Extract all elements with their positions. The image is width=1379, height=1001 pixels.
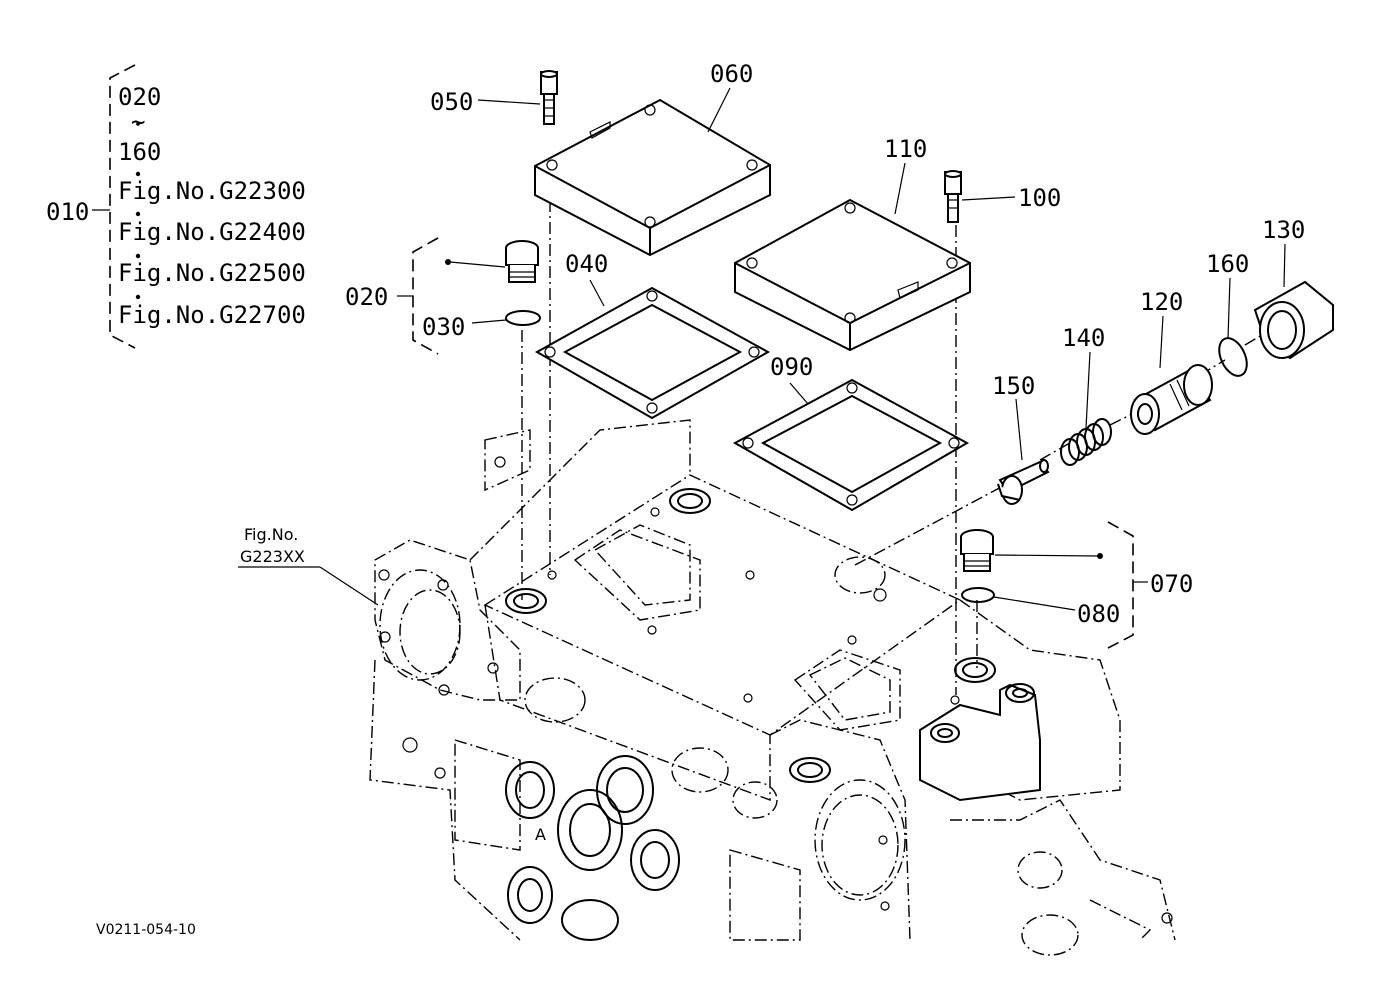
gasket-090 [732,378,970,512]
cover-060 [534,98,771,257]
label-080: 080 [1077,600,1120,628]
sleeve-120 [1130,364,1213,435]
figure-reference-code: V0211-054-10 [96,922,196,938]
label-150: 150 [992,372,1035,400]
o-ring-160 [1218,337,1248,377]
bolt-050 [540,70,558,125]
spring-140 [1060,418,1112,466]
assembly-range-sep: ~ [131,108,145,136]
housing-mark-a: A [535,825,546,844]
bracket-010 [92,64,141,349]
label-120: 120 [1140,288,1183,316]
assembly-range-end: 160 [118,138,161,166]
bolt-100 [944,170,962,223]
label-010: 010 [46,198,89,226]
bracket-020 [397,237,506,355]
nut-130 [1253,280,1334,360]
label-050: 050 [430,88,473,116]
label-070: 070 [1150,570,1193,598]
fig-ref-1: Fig.No.G22300 [118,177,306,205]
leader-lines [238,87,1286,611]
plug-070 [960,529,994,572]
assembly-range-start: 020 [118,83,161,111]
plug-020 [505,240,539,283]
o-ring-030 [505,310,541,326]
fig-ref-2: Fig.No.G22400 [118,218,306,246]
label-040: 040 [565,250,608,278]
label-100: 100 [1018,184,1061,212]
cover-110 [734,198,971,352]
housing-ref-line2: G223XX [240,547,305,566]
labels: 020 ~ 160 Fig.No.G22300 Fig.No.G22400 Fi… [46,60,1305,938]
label-020: 020 [345,283,388,311]
valve-housing: A [369,419,1176,956]
label-030: 030 [422,313,465,341]
bracket-070 [994,521,1148,649]
o-ring-080 [961,587,995,603]
label-110: 110 [884,135,927,163]
label-090: 090 [770,353,813,381]
housing-ref-line1: Fig.No. [244,525,298,544]
fig-ref-4: Fig.No.G22700 [118,301,306,329]
label-140: 140 [1062,324,1105,352]
label-130: 130 [1262,216,1305,244]
fig-ref-3: Fig.No.G22500 [118,259,306,287]
poppet-150 [997,459,1050,505]
gasket-040 [534,286,771,420]
label-060: 060 [710,60,753,88]
label-160: 160 [1206,250,1249,278]
